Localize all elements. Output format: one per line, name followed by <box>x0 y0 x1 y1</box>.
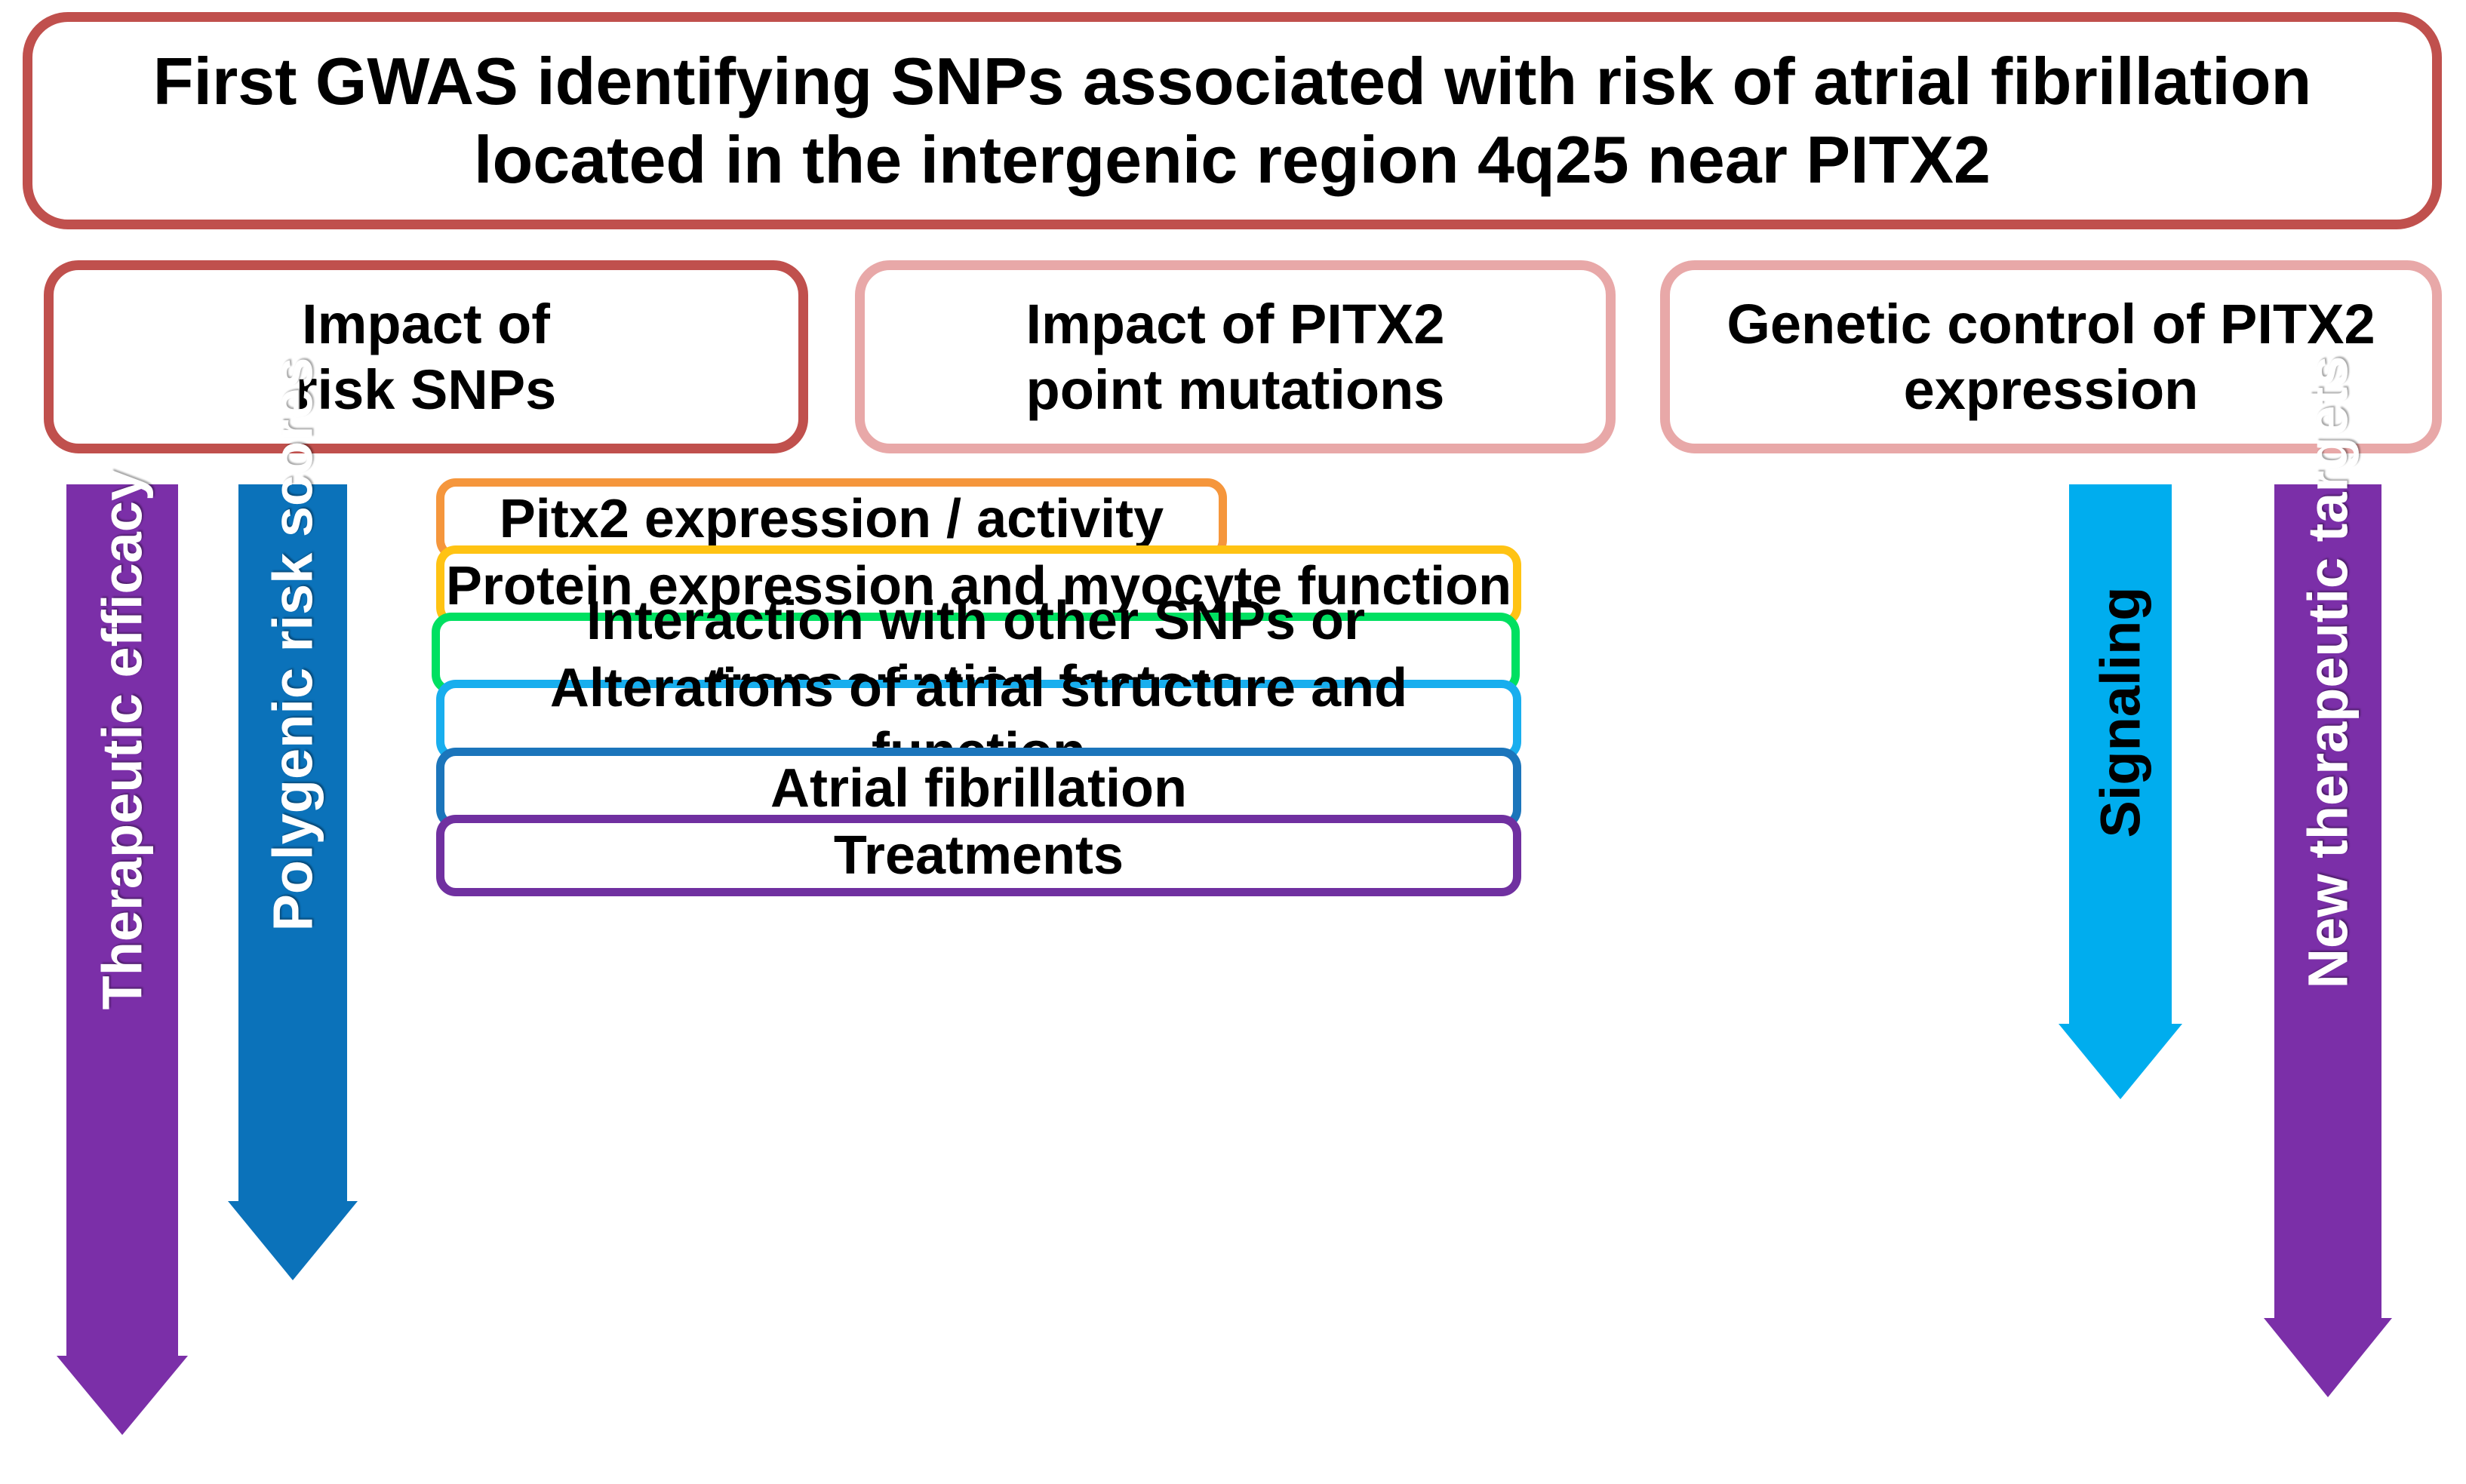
title-box: First GWAS identifying SNPs associated w… <box>23 12 2442 229</box>
down-arrow-signaling: Signaling <box>2059 484 2182 1099</box>
arrow-shaft <box>2069 484 2172 1024</box>
arrow-label-new-therapeutic-targets: New therapeutic targets <box>2296 356 2360 989</box>
arrow-shaft <box>238 484 347 1201</box>
down-arrow-therapeutic-efficacy: Therapeutic efficacy <box>57 470 188 1435</box>
arrow-head-icon <box>2059 1024 2182 1099</box>
category-box-impact-of-pitx2-point-mutations: Impact of PITX2 point mutations <box>855 260 1616 453</box>
arrow-head-icon <box>2264 1318 2392 1397</box>
down-arrow-new-therapeutic-targets: New therapeutic targets <box>2264 356 2392 1397</box>
down-arrow-polygenic-risk-scores: Polygenic risk scores <box>228 358 358 1280</box>
arrow-head-icon <box>57 1356 188 1435</box>
arrow-shaft <box>2274 484 2381 1318</box>
category-box-impact-of-risk-snps: Impact of risk SNPs <box>44 260 808 453</box>
arrow-label-polygenic-risk-scores: Polygenic risk scores <box>261 358 325 932</box>
cascade-box-treatments: Treatments <box>436 815 1521 896</box>
category-box-genetic-control-of-pitx2-expression: Genetic control of PITX2 expression <box>1660 260 2442 453</box>
arrow-head-icon <box>228 1201 358 1280</box>
arrow-label-therapeutic-efficacy: Therapeutic efficacy <box>91 470 155 1010</box>
cascade-box-protein-expression-and-myocyte-function: Protein expression and myocyte function <box>436 545 1521 627</box>
arrow-shaft <box>66 484 178 1356</box>
arrow-label-signaling: Signaling <box>2089 587 2153 838</box>
